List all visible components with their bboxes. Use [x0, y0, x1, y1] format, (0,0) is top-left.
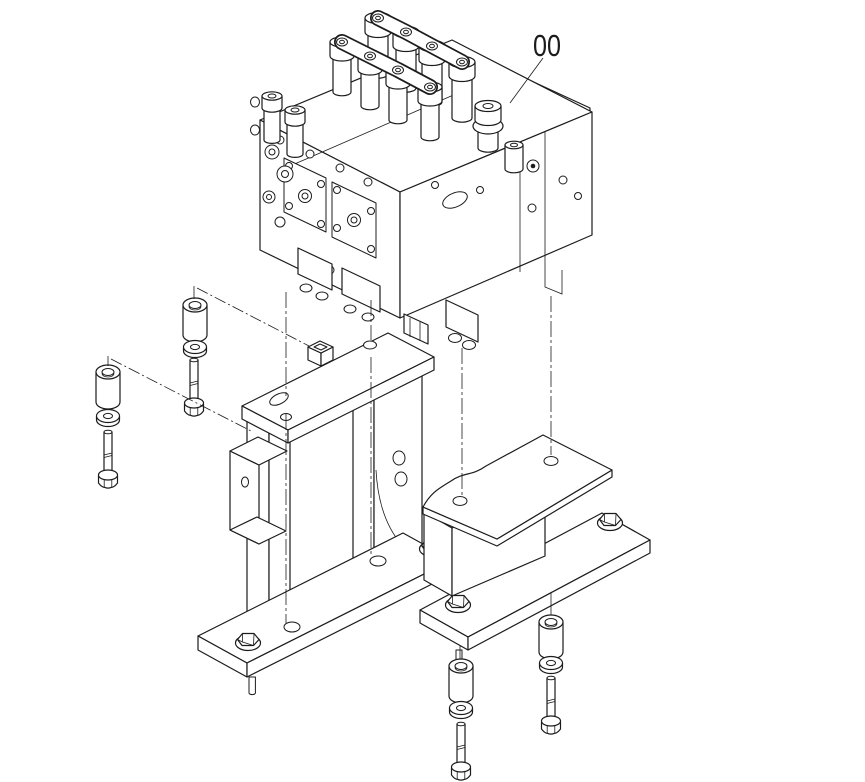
bracket-right-base-plate [420, 513, 650, 662]
washer-bottom-center [448, 700, 474, 720]
washer-lower-left [95, 408, 121, 428]
fastener-set-bottom-right [538, 614, 564, 735]
leader-to-clip [111, 359, 251, 431]
spacer-bottom-right [538, 614, 564, 660]
valve-right-face-details [432, 132, 582, 294]
bracket-z-clip [230, 437, 287, 544]
fastener-set-upper-left [182, 297, 208, 417]
callout-label[interactable]: 00 [533, 28, 561, 63]
callout-leader-line [510, 58, 543, 103]
bracket-boss [393, 451, 405, 465]
valve-link-bar-front [337, 38, 436, 91]
fastener-set-bottom-center [448, 658, 474, 781]
hex-bolt-bottom-right [540, 675, 562, 735]
valve-section-plates [284, 158, 376, 258]
valve-link-bar-back [373, 14, 468, 66]
bracket-right-top-plate [423, 435, 612, 546]
spacer-bottom-center [448, 658, 474, 704]
hex-bolt-bottom-center [450, 721, 472, 781]
fastener-set-lower-left [95, 364, 121, 489]
bracket-boss [395, 472, 407, 486]
control-valve-assembly [251, 13, 593, 350]
bracket-left-top-flange [242, 333, 434, 443]
hex-bolt-lower-left [97, 429, 119, 489]
washer-upper-left [182, 339, 208, 359]
bolt-tip [249, 677, 255, 695]
mounting-bracket-right [420, 435, 650, 662]
washer-bottom-right [538, 655, 564, 675]
leader-to-flange [197, 288, 309, 346]
hex-bolt-upper-left [183, 357, 205, 417]
valve-bottom-blocks [298, 248, 478, 350]
valve-left-caps [262, 92, 305, 158]
part-callout: 00 [510, 28, 561, 103]
spacer-upper-left [182, 297, 208, 343]
bracket-left-base-plate [198, 533, 452, 695]
spacer-lower-left [95, 364, 121, 410]
alignment-lines [108, 286, 551, 659]
bracket-nut-boss [308, 341, 333, 366]
valve-pilot-valves [473, 101, 523, 173]
mounting-bracket-left [198, 333, 452, 695]
